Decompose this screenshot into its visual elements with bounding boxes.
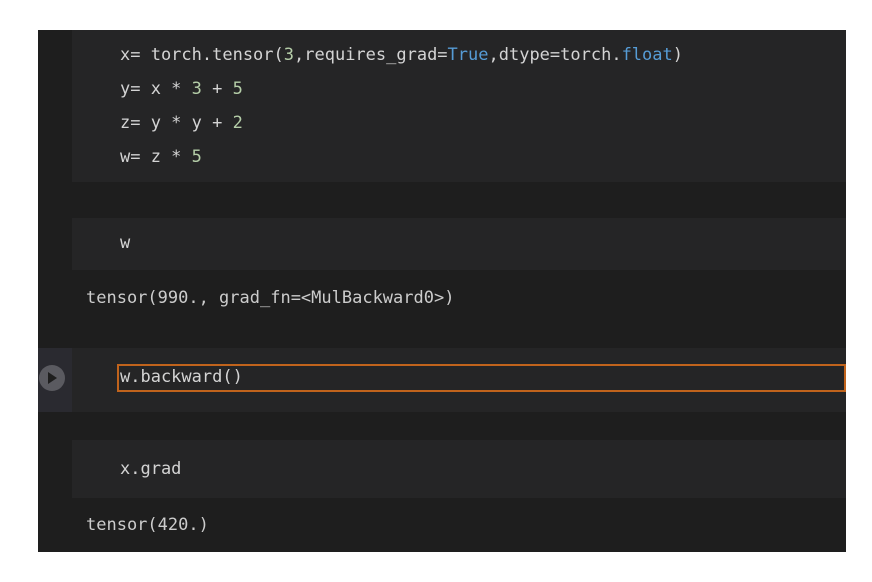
code-token: +: [201, 79, 233, 99]
code-cell-2[interactable]: w: [38, 218, 846, 270]
number-literal: 5: [191, 147, 202, 167]
code-token: w= z *: [120, 147, 192, 167]
code-line: z= y * y + 2: [120, 112, 243, 134]
output-cell-2: tensor(990., grad_fn=<MulBackward0>): [38, 270, 846, 330]
code-editor[interactable]: w: [72, 218, 846, 270]
code-token: w: [120, 233, 131, 253]
cell-gutter: [38, 440, 72, 498]
output-cell-4: tensor(420.): [38, 498, 846, 552]
code-token: y= x *: [120, 79, 192, 99]
code-line: w= z * 5: [120, 146, 202, 168]
code-token: ,requires_grad=: [294, 45, 448, 65]
code-editor[interactable]: w.backward(): [72, 348, 846, 412]
number-literal: 3: [283, 45, 295, 65]
code-token: ,dtype=torch.: [488, 45, 622, 65]
active-cell-highlight: [117, 364, 846, 392]
cell-output: tensor(990., grad_fn=<MulBackward0>): [86, 288, 455, 308]
code-line: w: [120, 232, 130, 254]
code-line: y= x * 3 + 5: [120, 78, 243, 100]
cell-gutter: [38, 30, 72, 182]
code-editor[interactable]: x.grad: [72, 440, 846, 498]
code-token: w.backward(): [120, 367, 243, 387]
keyword-token: float: [621, 45, 673, 65]
code-token: x.grad: [120, 459, 182, 479]
cell-output: tensor(420.): [86, 515, 209, 535]
number-literal: 5: [232, 79, 243, 99]
code-cell-3[interactable]: w.backward(): [38, 348, 846, 412]
code-editor[interactable]: x= torch.tensor(3,requires_grad=True,dty…: [72, 30, 846, 182]
code-cell-1[interactable]: x= torch.tensor(3,requires_grad=True,dty…: [38, 30, 846, 182]
code-token: x= torch.tensor(: [120, 45, 284, 65]
cell-gutter: [38, 218, 72, 270]
code-token: ): [672, 45, 683, 65]
code-token: z= y * y +: [120, 113, 233, 133]
code-line: x= torch.tensor(3,requires_grad=True,dty…: [120, 44, 683, 66]
code-line: w.backward(): [120, 366, 243, 388]
number-literal: 2: [232, 113, 243, 133]
code-line: x.grad: [120, 458, 181, 480]
notebook: x= torch.tensor(3,requires_grad=True,dty…: [38, 30, 846, 552]
number-literal: 3: [191, 79, 202, 99]
play-icon[interactable]: [39, 365, 65, 391]
run-cell-button[interactable]: [38, 348, 72, 412]
code-cell-4[interactable]: x.grad: [38, 440, 846, 498]
keyword-token: True: [447, 45, 489, 65]
